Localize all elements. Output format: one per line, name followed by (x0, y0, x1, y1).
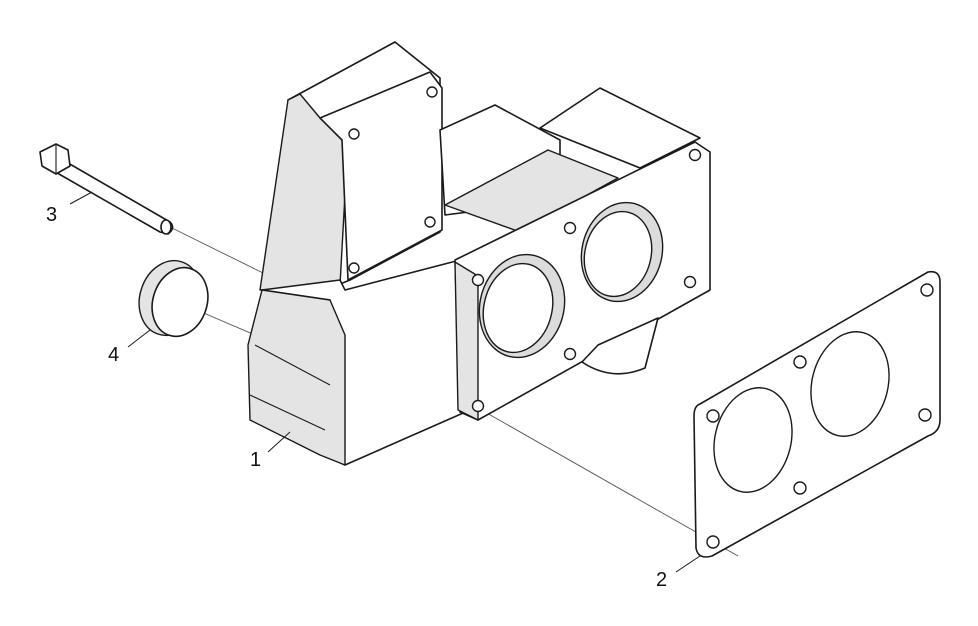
callout-label-1: 1 (250, 449, 261, 471)
bolt-part-3 (39, 143, 174, 235)
cap-plug-part-4 (138, 259, 209, 338)
callout-label-2: 2 (656, 569, 667, 591)
callout-label-3: 3 (46, 204, 57, 226)
leader-lines (69, 191, 701, 573)
callout-label-4: 4 (108, 344, 119, 366)
housing-part-1 (247, 41, 711, 466)
gasket-part-2 (693, 270, 941, 558)
